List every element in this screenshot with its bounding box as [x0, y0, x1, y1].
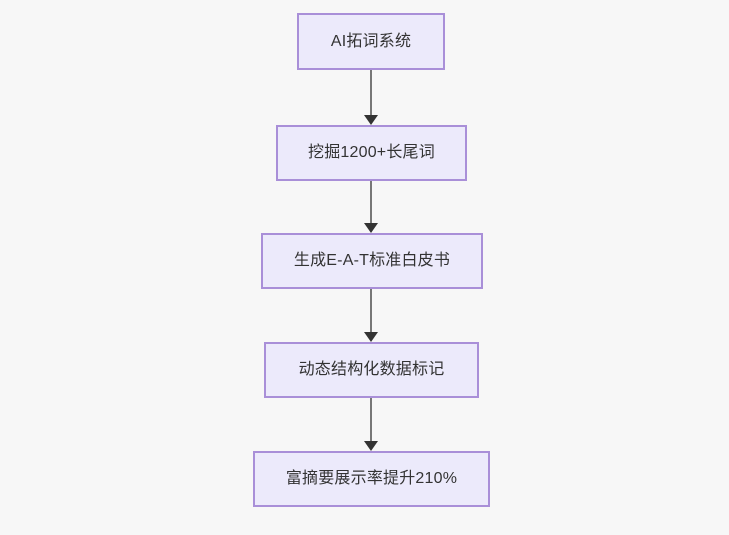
flow-node-ai-keyword-system[interactable]: AI拓词系统 [297, 13, 445, 70]
flow-node-label: 动态结构化数据标记 [298, 361, 445, 379]
connector-line [370, 70, 372, 118]
arrowhead-icon [364, 223, 378, 233]
flow-connector-1 [364, 70, 378, 125]
arrowhead-icon [364, 115, 378, 125]
flow-node-rich-snippet-result[interactable]: 富摘要展示率提升210% [253, 451, 490, 507]
flow-node-label: AI拓词系统 [330, 32, 412, 50]
flow-node-eat-whitepaper[interactable]: 生成E-A-T标准白皮书 [261, 233, 483, 289]
flow-node-label: 富摘要展示率提升210% [285, 470, 458, 488]
flow-connector-3 [364, 289, 378, 342]
arrowhead-icon [364, 332, 378, 342]
connector-line [370, 398, 372, 444]
connector-line [370, 181, 372, 226]
flow-node-structured-data-markup[interactable]: 动态结构化数据标记 [264, 342, 479, 398]
flow-node-longtail-keywords[interactable]: 挖掘1200+长尾词 [276, 125, 467, 181]
connector-line [370, 289, 372, 335]
arrowhead-icon [364, 441, 378, 451]
flow-node-label: 生成E-A-T标准白皮书 [293, 252, 451, 270]
flow-node-label: 挖掘1200+长尾词 [308, 144, 435, 162]
flow-connector-4 [364, 398, 378, 451]
flow-connector-2 [364, 181, 378, 233]
